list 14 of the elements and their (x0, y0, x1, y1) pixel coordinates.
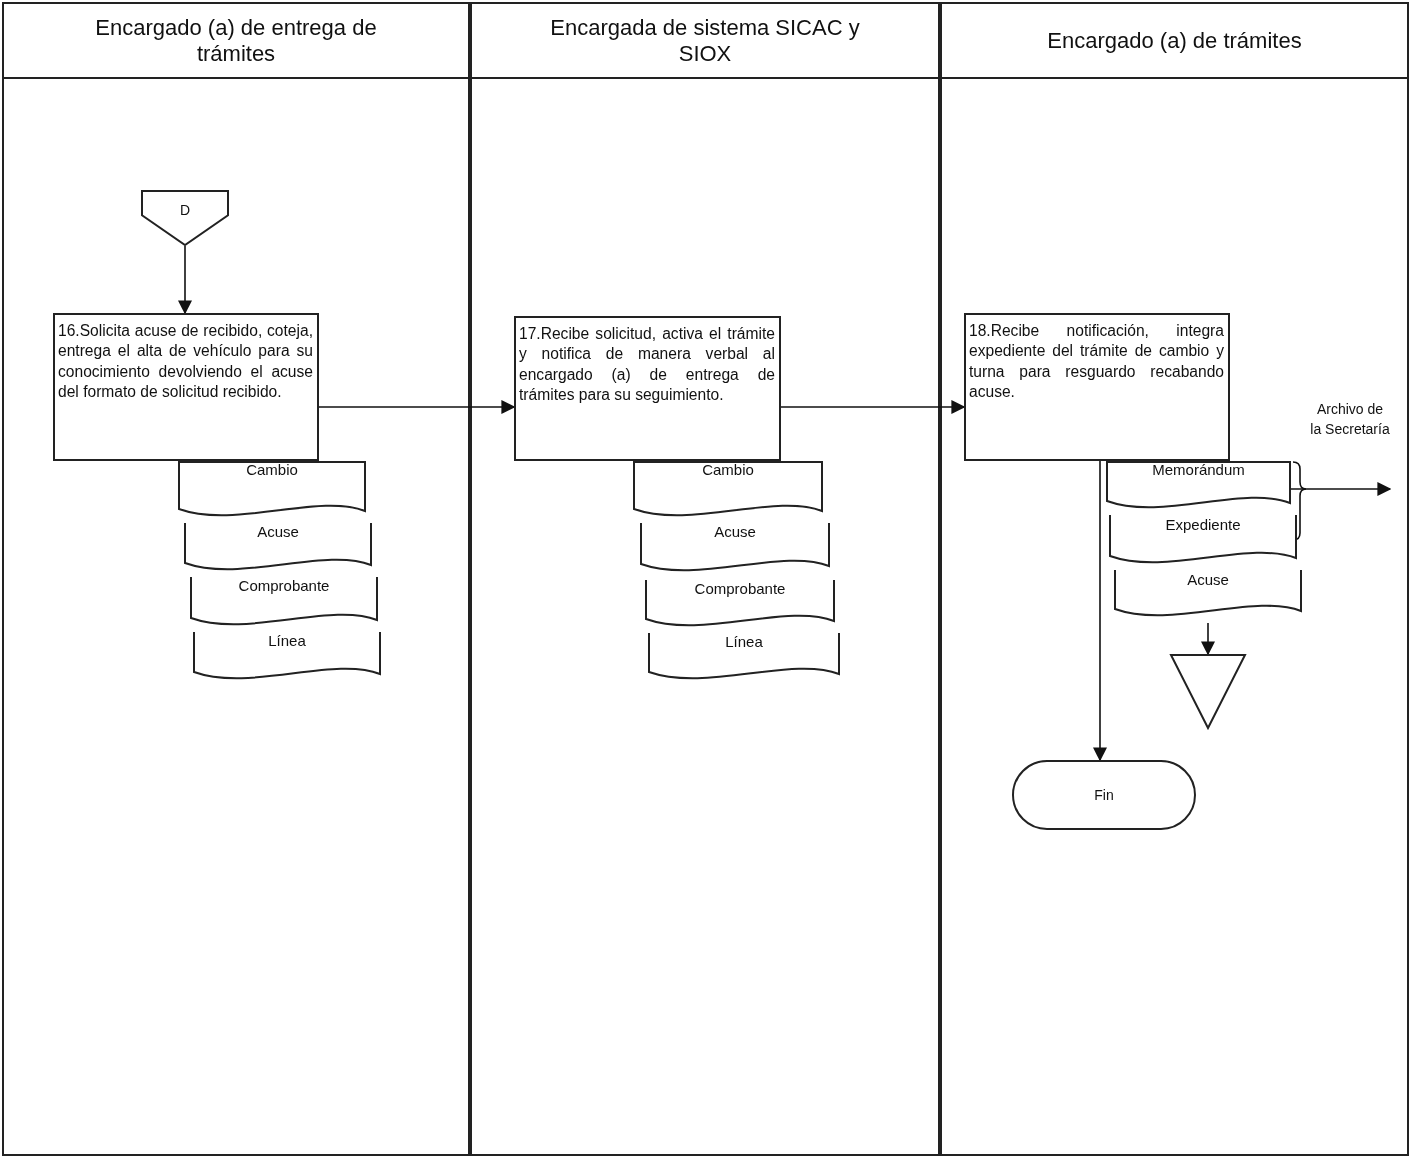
off-page-connector: D (141, 190, 229, 246)
terminator: Fin (1012, 760, 1196, 830)
arrow (780, 400, 966, 414)
swimlane (2, 2, 470, 1156)
swimlane (940, 2, 1409, 1156)
arrow (178, 245, 192, 315)
arrow (1290, 482, 1392, 496)
lane-title: Encargado (a) de entrega de trámites (94, 15, 378, 66)
lane-title: Encargada de sistema SICAC y SIOX (549, 15, 861, 66)
arrow (318, 400, 516, 414)
swimlane (470, 2, 940, 1156)
arrow (1093, 460, 1107, 762)
arrow (1201, 622, 1215, 656)
lane-title: Encargado (a) de trámites (1047, 27, 1302, 54)
